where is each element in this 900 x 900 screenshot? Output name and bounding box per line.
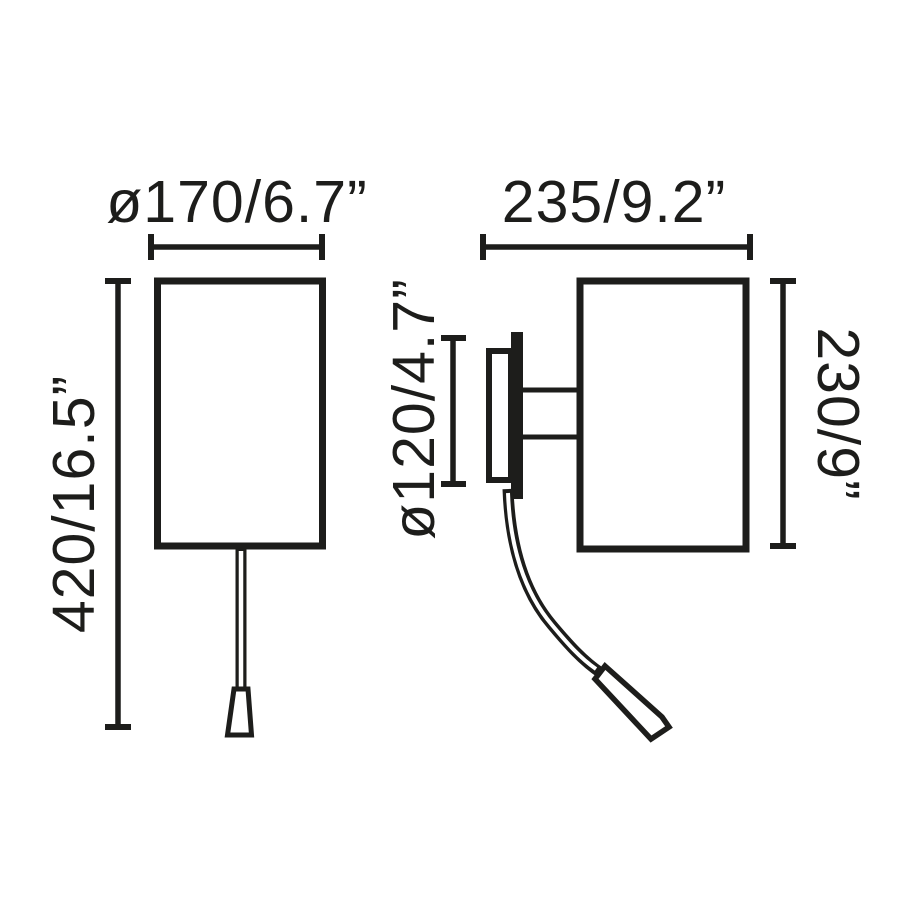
reading-light-arm (502, 488, 673, 743)
front-height-label: 420/16.5” (41, 375, 107, 633)
backplate-diameter-label: ø120/4.7” (381, 278, 447, 540)
side-height-label: 230/9” (805, 327, 871, 500)
side-view: 235/9.2” ø120/4.7” 230/9” (381, 169, 871, 743)
front-width-dimension (148, 234, 325, 260)
lampshade-side (576, 277, 750, 553)
mount-bracket (511, 332, 523, 499)
reading-light-head (591, 661, 673, 743)
front-width-label: ø170/6.7” (106, 169, 368, 235)
pull-cord-switch (224, 686, 255, 738)
gooseneck-gap (506, 492, 598, 671)
lampshade-front (154, 277, 326, 550)
front-view: ø170/6.7” 420/16.5” (41, 169, 368, 738)
front-height-dimension (105, 278, 131, 730)
backplate-diameter-dimension (441, 335, 466, 487)
side-height-dimension (770, 278, 796, 549)
mount-arm (523, 387, 578, 440)
gooseneck-outline (502, 488, 605, 678)
side-depth-dimension (480, 234, 753, 260)
side-depth-label: 235/9.2” (502, 169, 727, 235)
wall-backplate (486, 348, 514, 483)
